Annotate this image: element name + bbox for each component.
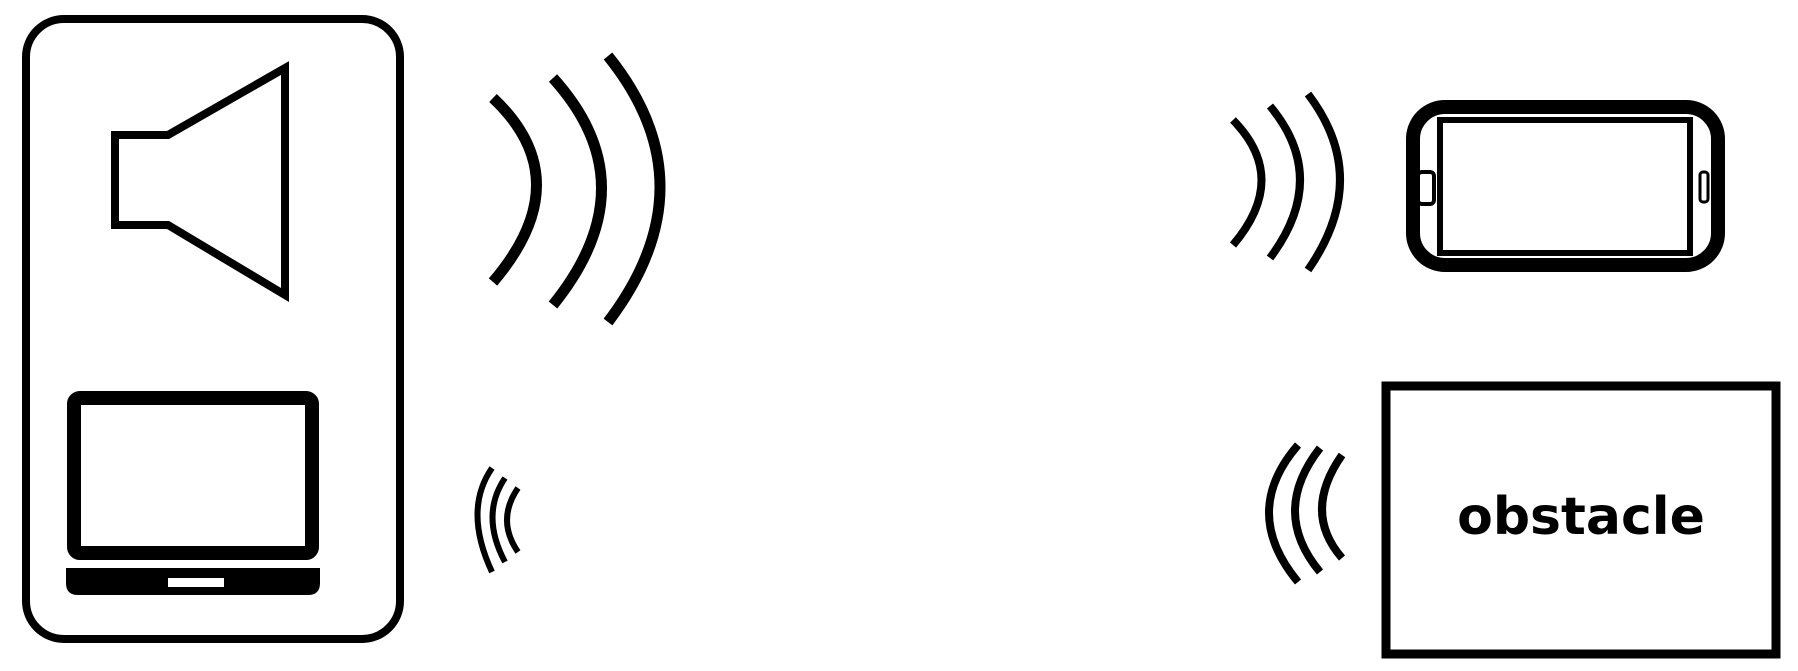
laptop-icon xyxy=(66,391,320,595)
wave-arc xyxy=(1318,452,1346,561)
wave-arc xyxy=(603,52,666,326)
wave-arc xyxy=(489,476,508,564)
wave-arc xyxy=(1265,442,1302,585)
outgoing-sound-waves xyxy=(488,52,666,326)
echo-waves-received xyxy=(474,466,521,574)
wave-arc xyxy=(1291,445,1324,575)
wave-arc xyxy=(474,466,495,574)
device-group-frame xyxy=(22,15,404,643)
reflected-waves-obstacle xyxy=(1265,442,1346,585)
obstacle-box xyxy=(1381,381,1781,659)
wave-arc xyxy=(1304,91,1344,273)
wave-arc xyxy=(1266,103,1304,261)
wave-arc xyxy=(504,486,521,554)
wave-arc xyxy=(548,74,607,309)
smartphone-icon xyxy=(1406,100,1725,272)
obstacle-label: obstacle xyxy=(1457,487,1705,547)
wave-arc xyxy=(488,93,542,286)
incoming-waves-phone xyxy=(1229,91,1344,273)
speaker-icon xyxy=(111,61,289,303)
wave-arc xyxy=(1229,117,1266,248)
